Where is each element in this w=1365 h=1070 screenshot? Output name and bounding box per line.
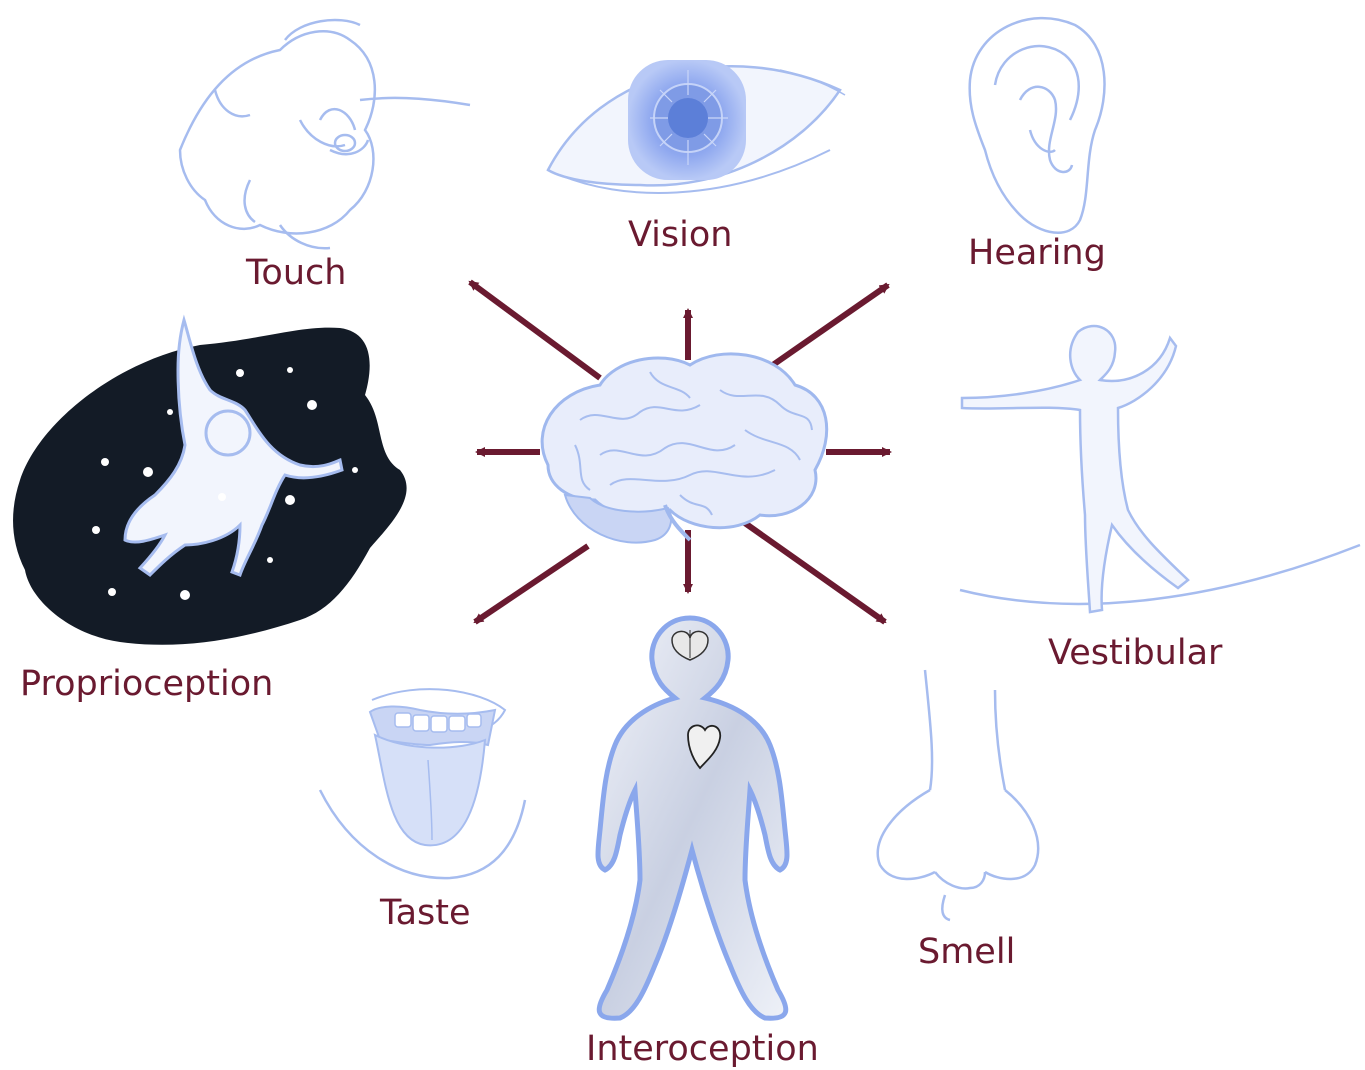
arrow-taste [473, 543, 590, 625]
balancing-figure-icon [959, 324, 1361, 614]
hand-icon [178, 18, 471, 250]
floating-figure-icon [13, 314, 407, 645]
arrow-hearing [755, 282, 890, 379]
label-touch: Touch [246, 253, 347, 293]
brain-icon [540, 352, 829, 544]
label-hearing: Hearing [968, 233, 1106, 273]
label-vision: Vision [628, 215, 733, 255]
tongue-icon [318, 688, 527, 880]
eye-icon [546, 60, 846, 194]
label-smell: Smell [918, 932, 1016, 972]
body-heart-icon [595, 615, 790, 1021]
arrow-smell [740, 518, 887, 625]
label-taste: Taste [380, 893, 471, 933]
label-interoception: Interoception [586, 1029, 819, 1069]
nose-icon [876, 669, 1040, 922]
ear-icon [968, 16, 1106, 234]
arrow-touch [468, 279, 602, 381]
stars [92, 367, 358, 600]
label-vestibular: Vestibular [1048, 633, 1223, 673]
label-proprioception: Proprioception [20, 664, 274, 704]
